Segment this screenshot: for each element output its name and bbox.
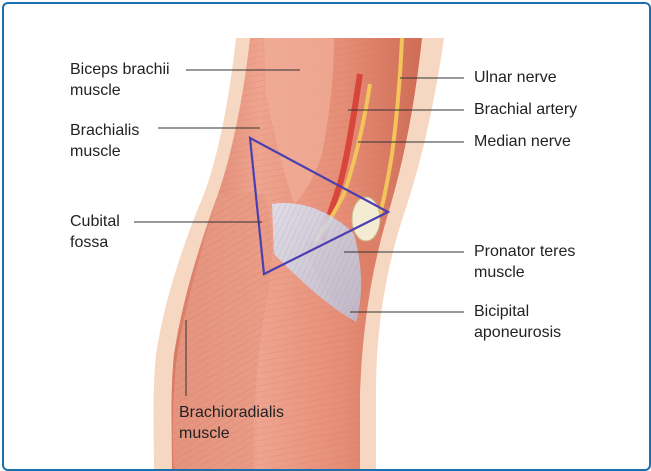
label-ulnar-nerve: Ulnar nerve [474,69,557,86]
label-brachial-artery: Brachial artery [474,101,578,118]
ulnar-nerve [378,37,404,215]
arm-illustration [134,37,464,469]
label-pronator-teres: Pronator teres muscle [474,243,576,281]
label-median-nerve: Median nerve [474,133,571,150]
medial-epicondyle [351,196,381,242]
label-cubital-fossa: Cubital fossa [70,213,120,251]
label-biceps-brachii: Biceps brachii muscle [70,61,170,99]
cubital-fossa-triangle [248,136,391,276]
label-brachioradialis: Brachioradialis muscle [179,404,284,442]
biceps-muscle [264,38,334,204]
label-brachialis: Brachialis muscle [70,122,140,160]
leader-lines [134,69,464,396]
label-bicipital-aponeurosis: Bicipital aponeurosis [474,303,562,341]
